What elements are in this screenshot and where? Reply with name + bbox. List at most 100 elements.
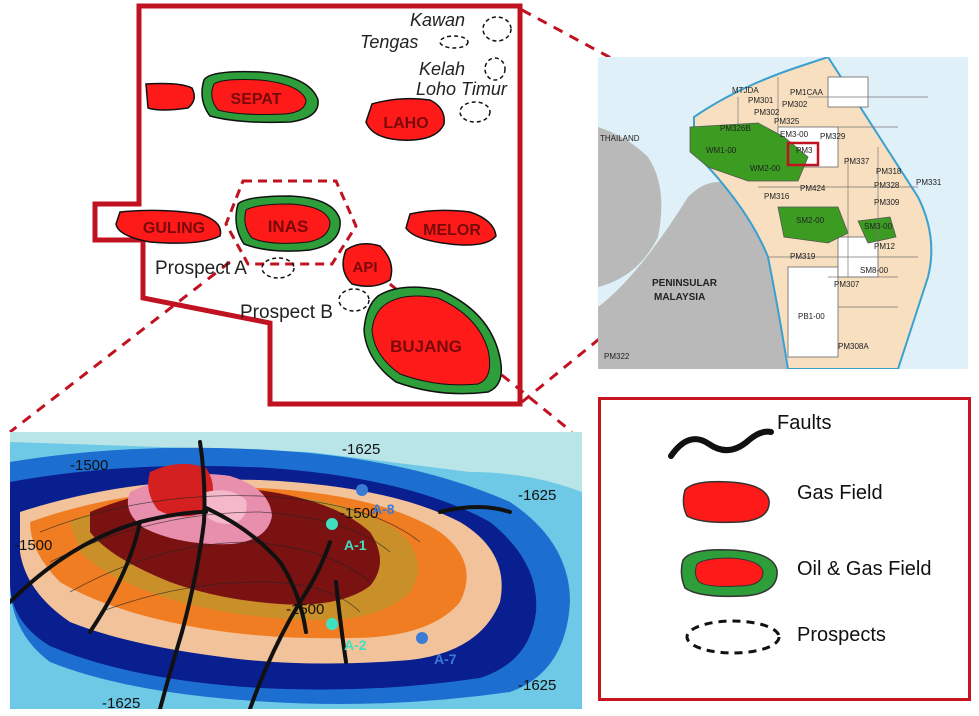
block-label: PM301 [748,96,774,105]
contour-lines [39,495,421,613]
legend-oil-gas-field-label: Oil & Gas Field [797,558,932,580]
block-label: PB1-00 [798,312,825,321]
leader-line [521,173,801,404]
contour-label: -1625 [102,695,140,709]
field-bujang-gas [371,295,491,386]
block-label: MTJDA [732,86,759,95]
block-label: PM326B [720,124,751,133]
field-label: INAS [268,217,309,236]
well-label: A-2 [344,637,367,653]
contour-band-light-pink [204,490,247,524]
prospect-symbol-icon [685,619,781,655]
field-label: GULING [143,220,205,237]
block-green-sm3 [857,216,897,244]
field-label: BUJANG [390,337,462,356]
contour-band-red [148,463,213,517]
contour-band-pale [306,565,339,596]
prospect-label: Loho Timur [416,79,508,99]
label-peninsular: PENINSULAR [652,278,718,289]
contour-label: -1500 [286,601,324,618]
well-a8-marker [356,484,368,496]
block-label: PM307 [834,280,860,289]
legend-gas-field-label: Gas Field [797,482,883,504]
prospect-label: Prospect B [240,302,333,323]
block-white [787,266,839,358]
field-api-gas [342,243,393,287]
block-white [827,76,869,108]
field-label: MELOR [423,222,481,239]
block-label: PM337 [844,157,870,166]
regional-map: THAILAND PENINSULAR MALAYSIA MTJDA PM301… [598,57,968,369]
block-label: PM328 [874,181,900,190]
well-label: A-8 [372,501,395,517]
well-label: A-1 [344,537,367,553]
block-label: PM316 [764,192,790,201]
contour-map: -1625 -1625 -1500 -1500 -1500 -1500 -162… [10,432,582,709]
contour-label: -1500 [340,505,378,522]
faults [10,440,512,709]
contour-label: -1500 [14,537,52,554]
prospect-label: Kelah [419,59,465,79]
block-label: PM325 [774,117,800,126]
well-label: A-7 [434,651,457,667]
block-label: SM3-00 [864,222,893,231]
field-melor-gas [405,209,497,246]
contour-label: -1625 [518,677,556,694]
well-a1-marker [326,518,338,530]
oil-gas-field-symbol-icon [680,548,778,598]
prospect-label: Prospect A [155,258,247,279]
prospect-loho-timur-outline [459,101,491,123]
prospect-label: Tengas [360,32,418,52]
legend: Faults Gas Field Oil & Gas Field Prospec… [598,397,971,701]
block-label: PM331 [916,178,942,187]
prospect-kelah-outline [484,57,506,81]
block-label: PM1CAA [790,88,824,97]
prospect-kawan-outline [482,16,512,42]
label-thailand: THAILAND [600,134,640,143]
block-label: PM308A [838,342,869,351]
field-label: SEPAT [231,91,282,108]
field-label: LAHO [383,115,428,132]
block-label: PM309 [874,198,900,207]
inas-dashed-outline [224,179,358,266]
block-green-wm [689,122,809,182]
legend-prospects-label: Prospects [797,624,886,646]
field-guling-gas [115,209,222,244]
block-label: PM318 [876,167,902,176]
block-label: WM2-00 [750,164,781,173]
contour-band-light [10,432,582,492]
field-inas-gas [244,203,331,244]
field-label: API [352,259,377,276]
block-label: PM302 [782,100,808,109]
block-label: SM8-00 [860,266,889,275]
block-label: PM302 [754,108,780,117]
block-grid [737,77,928,308]
contour-label: -1625 [342,441,380,458]
field-gas-small [145,82,195,111]
block-label: PM424 [800,184,826,193]
field-laho-gas [365,97,445,141]
block-green-sm2 [777,206,849,244]
gas-field-symbol-icon [682,480,770,524]
block-label: PM322 [604,352,630,361]
prospect-tengas-outline [439,35,469,49]
land-peninsular [598,182,798,369]
block-label: EM3-00 [780,130,809,139]
contour-label: -1500 [70,457,108,474]
block-label: PM329 [820,132,846,141]
block-label: PM3 [796,146,813,155]
leader-line [9,260,231,434]
highlight-box [786,141,820,167]
block-label: PM319 [790,252,816,261]
block-label: WM1-00 [706,146,737,155]
field-sepat-gas [211,79,307,115]
well-a7-marker [416,632,428,644]
block-label: SM2-00 [796,216,825,225]
well-a2-marker [326,618,338,630]
block-label: PM12 [874,242,895,251]
land-thailand [598,127,662,287]
contour-label: -1625 [518,487,556,504]
label-malaysia: MALAYSIA [654,292,705,303]
prospect-label: Kawan [410,10,465,30]
